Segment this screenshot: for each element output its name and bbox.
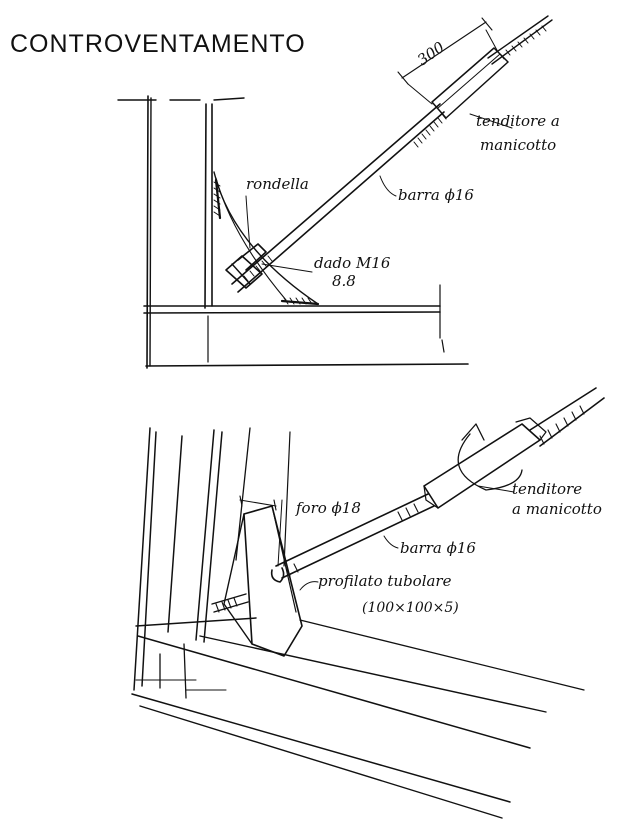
bottom-labels: foro ϕ18 tenditore a manicotto barra ϕ16… xyxy=(277,480,602,616)
top-turnbuckle xyxy=(431,47,509,119)
bottom-turnbuckle xyxy=(423,417,547,509)
label-tenditore-bottom-1: tenditore xyxy=(512,480,582,498)
label-barra-top: barra ϕ16 xyxy=(398,186,474,204)
top-detail: 300 tenditore a manicotto rondella barra… xyxy=(117,15,560,369)
top-rod xyxy=(231,15,553,293)
label-rondella: rondella xyxy=(246,175,309,193)
sketch-title: CONTROVENTAMENTO xyxy=(10,30,306,58)
label-tenditore-top-1: tenditore a xyxy=(476,112,560,130)
top-column xyxy=(117,95,245,369)
label-dado-2: 8.8 xyxy=(332,272,356,290)
bottom-rod xyxy=(211,387,605,613)
top-nut-washer xyxy=(225,243,267,289)
dimension-300: 300 xyxy=(397,17,499,105)
dimension-300-label: 300 xyxy=(414,38,448,69)
top-beam xyxy=(143,284,469,367)
label-tenditore-bottom-2: a manicotto xyxy=(512,500,602,518)
bottom-beam xyxy=(131,617,585,819)
rotation-arrow xyxy=(457,423,523,491)
bottom-detail: foro ϕ18 tenditore a manicotto barra ϕ16… xyxy=(131,387,605,819)
label-tenditore-top-2: manicotto xyxy=(480,136,556,154)
label-profilato-1: profilato tubolare xyxy=(318,572,452,590)
top-labels: tenditore a manicotto rondella barra ϕ16… xyxy=(245,112,560,290)
bottom-column xyxy=(133,427,291,699)
label-foro: foro ϕ18 xyxy=(295,499,361,517)
tubular-profile xyxy=(223,495,303,657)
label-barra-bottom: barra ϕ16 xyxy=(400,539,476,557)
label-profilato-2: (100×100×5) xyxy=(362,600,459,616)
label-dado-1: dado M16 xyxy=(314,254,391,272)
